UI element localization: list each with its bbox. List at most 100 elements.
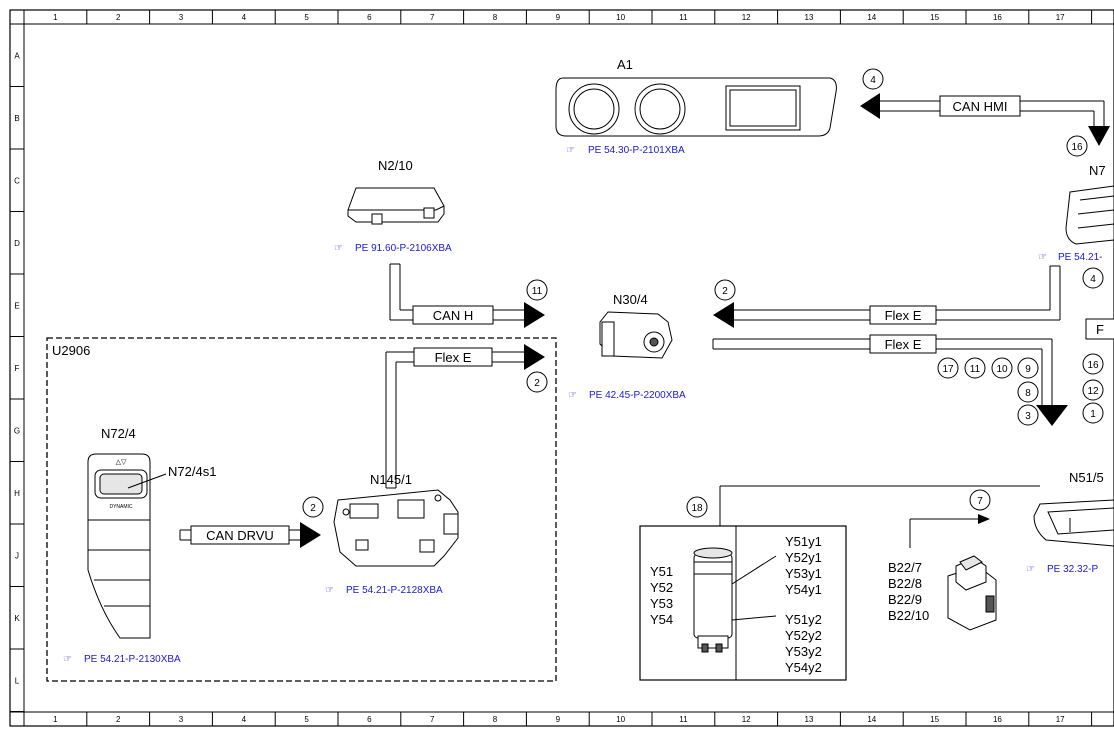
grid-column-top-10: 10 bbox=[616, 13, 625, 22]
component-y51-group: Y51 Y52 Y53 Y54 Y51y1 Y52y1 Y53y1 Y54y1 … bbox=[639, 525, 847, 681]
list-number-10: 10 bbox=[996, 364, 1008, 375]
n145-1-ref-icon: ☞ bbox=[325, 585, 334, 596]
y54y1-label: Y54y1 bbox=[785, 582, 822, 597]
n7-number: 16 bbox=[1071, 142, 1083, 153]
grid-row-H: H bbox=[14, 489, 20, 498]
component-n2-10: N2/10 ☞ PE 91.60-P-2106XBA bbox=[334, 158, 452, 254]
y51y2-label: Y51y2 bbox=[785, 612, 822, 627]
grid-rulers: 1122334455667788991010111112121313141415… bbox=[10, 10, 1093, 726]
grid-column-bottom-14: 14 bbox=[867, 715, 876, 724]
right-edge-partials: 4 F 16 12 1 bbox=[1082, 267, 1114, 424]
grid-column-top-15: 15 bbox=[930, 13, 939, 22]
grid-column-bottom-7: 7 bbox=[430, 715, 435, 724]
b22-7-label: B22/7 bbox=[888, 560, 922, 575]
y52y1-label: Y52y1 bbox=[785, 550, 822, 565]
grid-column-bottom-8: 8 bbox=[493, 715, 498, 724]
bus-can-hmi: CAN HMI 4 16 bbox=[860, 68, 1110, 157]
grid-column-top-4: 4 bbox=[242, 13, 247, 22]
can-drvu-number: 2 bbox=[310, 503, 316, 514]
n145-1-ref[interactable]: PE 54.21-P-2128XBA bbox=[346, 585, 443, 596]
bus-flex-e-bottom: Flex E 17 11 10 9 8 3 bbox=[712, 334, 1068, 426]
n7-ref-icon: ☞ bbox=[1038, 252, 1047, 263]
grid-column-top-17: 17 bbox=[1056, 13, 1065, 22]
n72-4-ref-icon: ☞ bbox=[63, 654, 72, 665]
grid-row-E: E bbox=[14, 301, 19, 310]
grid-row-F: F bbox=[15, 364, 20, 373]
grid-column-bottom-2: 2 bbox=[116, 715, 121, 724]
can-h-number: 11 bbox=[532, 286, 543, 297]
flex-e-top-label: Flex E bbox=[885, 308, 922, 323]
grid-column-bottom-15: 15 bbox=[930, 715, 939, 724]
grid-column-bottom-9: 9 bbox=[556, 715, 561, 724]
n72-4-switch-text: DYNAMIC bbox=[109, 504, 132, 510]
y52y2-label: Y52y2 bbox=[785, 628, 822, 643]
y54y2-label: Y54y2 bbox=[785, 660, 822, 675]
right-number-4: 4 bbox=[1090, 274, 1096, 285]
flex-e-u2906-label: Flex E bbox=[435, 350, 472, 365]
grid-row-D: D bbox=[14, 239, 20, 248]
grid-column-top-9: 9 bbox=[556, 13, 561, 22]
n145-1-label: N145/1 bbox=[370, 472, 412, 487]
n72-4-ref[interactable]: PE 54.21-P-2130XBA bbox=[84, 654, 181, 665]
right-number-12: 12 bbox=[1087, 386, 1099, 397]
y52-label: Y52 bbox=[650, 580, 673, 595]
n7-ref[interactable]: PE 54.21- bbox=[1058, 252, 1102, 263]
grid-column-bottom-13: 13 bbox=[805, 715, 814, 724]
grid-column-top-11: 11 bbox=[679, 13, 688, 22]
grid-column-top-2: 2 bbox=[116, 13, 121, 22]
grid-column-top-13: 13 bbox=[805, 13, 814, 22]
n7-label: N7 bbox=[1089, 163, 1106, 178]
n30-4-ref-icon: ☞ bbox=[568, 390, 577, 401]
n2-10-label: N2/10 bbox=[378, 158, 413, 173]
can-drvu-label: CAN DRVU bbox=[206, 528, 274, 543]
flex-e-u2906-number: 2 bbox=[534, 378, 540, 389]
bus-can-h: CAN H 11 bbox=[389, 263, 548, 328]
a1-ref[interactable]: PE 54.30-P-2101XBA bbox=[588, 145, 685, 156]
y53y2-label: Y53y2 bbox=[785, 644, 822, 659]
group-u2906: U2906 bbox=[46, 337, 557, 682]
n72-4-label: N72/4 bbox=[101, 426, 136, 441]
component-b22-group: B22/7 B22/8 B22/9 B22/10 bbox=[888, 555, 997, 631]
component-n145-1: N145/1 ☞ PE 54.21-P-2128XBA bbox=[325, 472, 459, 596]
n51-5-ref[interactable]: PE 32.32-P bbox=[1047, 564, 1098, 575]
u2906-label: U2906 bbox=[52, 343, 90, 358]
n30-4-ref[interactable]: PE 42.45-P-2200XBA bbox=[589, 390, 686, 401]
grid-row-B: B bbox=[14, 114, 19, 123]
grid-column-bottom-6: 6 bbox=[367, 715, 372, 724]
list-number-11: 11 bbox=[970, 364, 981, 375]
grid-column-top-1: 1 bbox=[53, 13, 58, 22]
flex-e-right-partial-label: F bbox=[1096, 322, 1104, 337]
grid-column-top-7: 7 bbox=[430, 13, 435, 22]
n2-10-ref[interactable]: PE 91.60-P-2106XBA bbox=[355, 243, 452, 254]
grid-column-bottom-17: 17 bbox=[1056, 715, 1065, 724]
n51-5-ref-icon: ☞ bbox=[1026, 564, 1035, 575]
list-number-3: 3 bbox=[1025, 411, 1031, 422]
right-number-1: 1 bbox=[1090, 409, 1096, 420]
n51-wire-number: 18 bbox=[691, 503, 703, 514]
component-n7: N7 ☞ PE 54.21- bbox=[1038, 163, 1114, 263]
can-h-label: CAN H bbox=[433, 308, 473, 323]
y53-label: Y53 bbox=[650, 596, 673, 611]
grid-column-bottom-10: 10 bbox=[616, 715, 625, 724]
grid-row-A: A bbox=[14, 51, 20, 60]
flex-e-bottom-label: Flex E bbox=[885, 337, 922, 352]
n51-5-label: N51/5 bbox=[1069, 470, 1104, 485]
flex-e-top-number: 2 bbox=[722, 286, 728, 297]
grid-column-top-3: 3 bbox=[179, 13, 184, 22]
bus-flex-e-top: Flex E 2 bbox=[713, 265, 1061, 328]
b22-10-label: B22/10 bbox=[888, 608, 929, 623]
list-number-17: 17 bbox=[942, 364, 954, 375]
grid-column-bottom-4: 4 bbox=[242, 715, 247, 724]
bus-can-drvu: CAN DRVU 2 bbox=[179, 496, 324, 548]
a1-label: A1 bbox=[617, 57, 633, 72]
n72-4-arrows-icon: △▽ bbox=[116, 459, 127, 466]
grid-row-J: J bbox=[15, 551, 19, 560]
y54-label: Y54 bbox=[650, 612, 673, 627]
frame bbox=[9, 9, 1114, 727]
grid-column-bottom-5: 5 bbox=[304, 715, 309, 724]
y53y1-label: Y53y1 bbox=[785, 566, 822, 581]
component-n30-4: N30/4 ☞ PE 42.45-P-2200XBA bbox=[568, 292, 686, 401]
can-hmi-label: CAN HMI bbox=[953, 99, 1008, 114]
grid-column-bottom-1: 1 bbox=[53, 715, 58, 724]
